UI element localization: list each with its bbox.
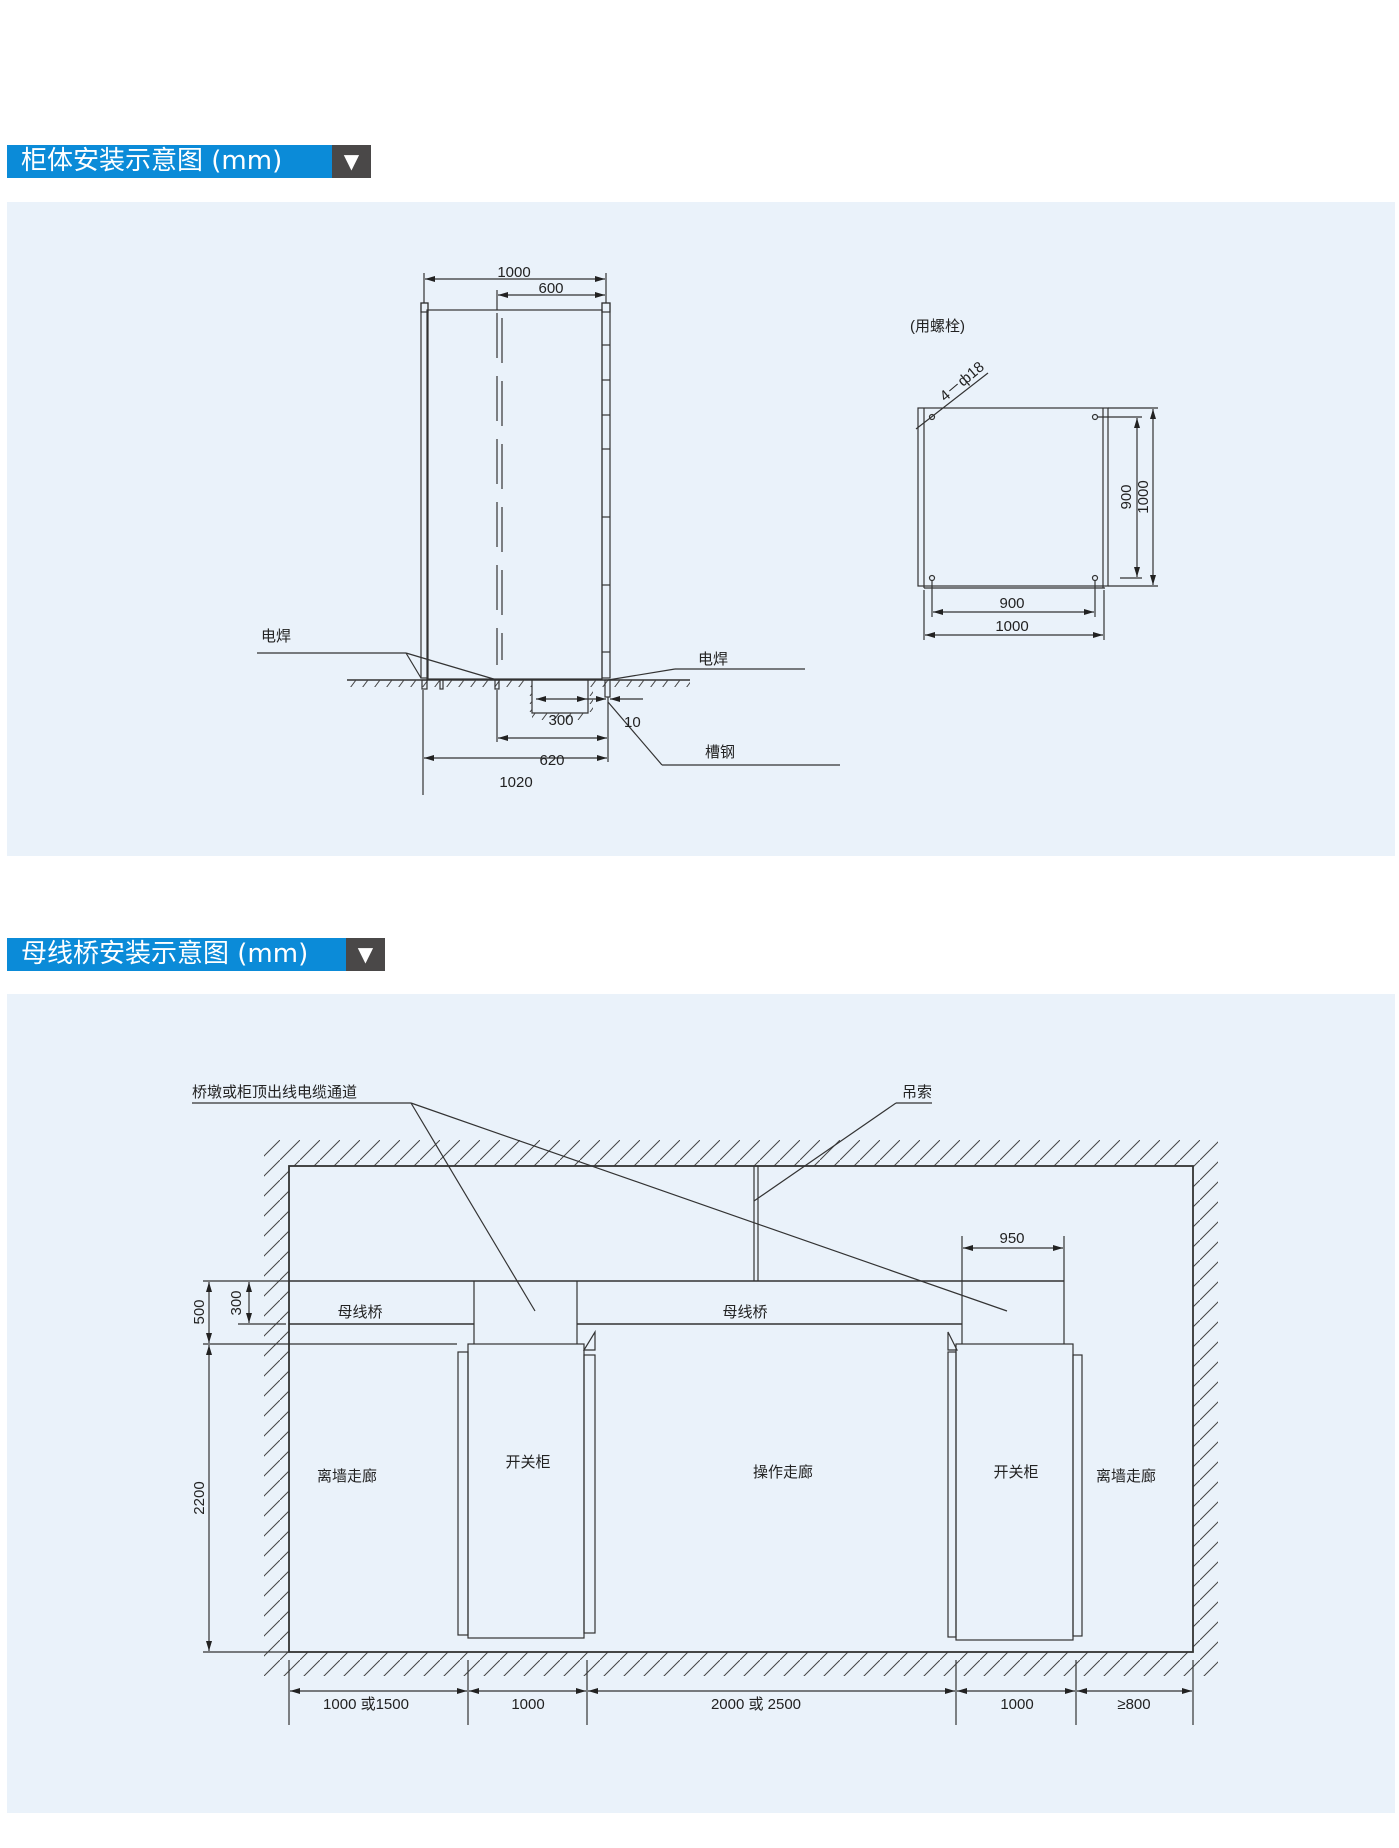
dim-label-300: 300 [548, 712, 573, 729]
bottom-dim-label: 1000 [1000, 1696, 1033, 1713]
label-corridor-left: 离墙走廊 [317, 1468, 377, 1485]
section-title: 母线桥安装示意图 (mm) [21, 939, 309, 969]
cabinet-front-view [257, 273, 840, 795]
dim-label-300: 300 [228, 1290, 245, 1315]
plan-note-bolts: (用螺栓) [910, 318, 965, 335]
dim-label-1020: 1020 [499, 774, 532, 791]
section-title: 柜体安装示意图 (mm) [21, 146, 283, 176]
busbar-install-panel [7, 994, 1395, 1813]
label-busbar-right: 母线桥 [722, 1304, 767, 1321]
label-busbar-left: 母线桥 [337, 1304, 382, 1321]
busbar-bridge-diagram [192, 1102, 1218, 1725]
bolt-holes [928, 413, 1099, 582]
collapse-toggle-button[interactable]: ▼ [346, 938, 385, 971]
dim-label-500: 500 [191, 1299, 208, 1324]
label-operation-corridor: 操作走廊 [753, 1464, 813, 1481]
dim-label-v-900: 900 [1118, 484, 1135, 509]
bottom-dim-label: 2000 或 2500 [711, 1696, 801, 1713]
collapse-toggle-button[interactable]: ▼ [332, 145, 371, 178]
label-switchgear-right: 开关柜 [993, 1464, 1038, 1481]
section-header-cabinet-install: 柜体安装示意图 (mm) ▼ [7, 145, 371, 178]
label-switchgear-left: 开关柜 [505, 1454, 550, 1471]
cabinet-body [426, 309, 603, 680]
cabinet-plan-view [915, 372, 1158, 640]
dim-label-h-900: 900 [999, 595, 1024, 612]
label-cable-channel: 桥墩或柜顶出线电缆通道 [192, 1084, 357, 1101]
dim-label-950: 950 [999, 1230, 1024, 1247]
bottom-dim-label: 1000 [511, 1696, 544, 1713]
label-weld-left: 电焊 [261, 628, 291, 645]
triangle-down-icon: ▼ [357, 942, 374, 966]
cabinet-install-panel [7, 202, 1395, 856]
dim-label-h-1000: 1000 [995, 618, 1028, 635]
bottom-dim-label: ≥800 [1117, 1696, 1150, 1713]
label-corridor-right: 离墙走廊 [1096, 1468, 1156, 1485]
label-weld-right: 电焊 [698, 651, 728, 668]
section-header-busbar-install: 母线桥安装示意图 (mm) ▼ [7, 938, 385, 971]
dim-label-10: 10 [624, 714, 641, 731]
dim-label-620: 620 [539, 752, 564, 769]
label-hanger: 吊索 [902, 1084, 932, 1101]
dim-label-v-1000: 1000 [1135, 480, 1152, 513]
switchgear-left [467, 1343, 585, 1639]
dim-label-1000: 1000 [497, 264, 530, 281]
hole-spec-label: 4－ф18 [937, 358, 988, 405]
bottom-dim-label: 1000 或1500 [323, 1696, 409, 1713]
dim-label-2200: 2200 [191, 1481, 208, 1514]
triangle-down-icon: ▼ [343, 149, 360, 173]
label-channel-steel: 槽钢 [705, 744, 735, 761]
switchgear-right [955, 1343, 1074, 1641]
dim-label-600: 600 [538, 280, 563, 297]
room-outline [288, 1165, 1194, 1653]
